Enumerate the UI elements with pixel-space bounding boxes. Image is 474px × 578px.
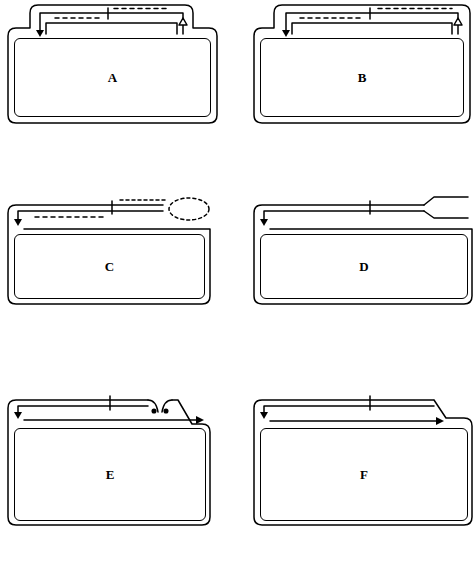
site-dot — [152, 409, 156, 413]
panel-e-figure — [8, 396, 210, 525]
cell-wall — [8, 400, 210, 525]
panel-c-figure — [8, 198, 210, 304]
arrowhead — [260, 219, 268, 226]
tick-mark — [369, 8, 371, 19]
arrowhead — [36, 30, 44, 37]
site-dot — [164, 409, 168, 413]
cell-wall — [8, 5, 217, 123]
new-strand — [55, 17, 102, 19]
panel-letter: F — [360, 468, 368, 481]
dna-strand — [264, 211, 424, 222]
dna-strand — [292, 23, 452, 34]
cell-wall — [8, 205, 210, 304]
cell-box: F — [260, 428, 468, 521]
panel-a-figure — [8, 5, 217, 123]
new-strand — [114, 8, 170, 10]
panel-f-figure — [254, 396, 472, 525]
cell-wall — [254, 5, 470, 123]
arrowhead — [454, 18, 462, 25]
cell-box: D — [260, 234, 468, 299]
tick-mark — [107, 8, 109, 19]
tick-mark — [369, 396, 371, 410]
arrowhead — [260, 412, 268, 419]
crossover — [148, 400, 158, 412]
cell-box: B — [260, 38, 464, 117]
tick-mark — [369, 201, 371, 214]
dna-strand — [18, 406, 148, 414]
panel-letter: C — [105, 260, 114, 273]
new-strand — [300, 17, 364, 19]
arrowhead — [282, 30, 290, 37]
dna-strand — [46, 23, 177, 34]
excised-loop — [169, 198, 209, 220]
arrowhead — [179, 18, 187, 25]
new-strand — [35, 216, 105, 218]
arrowhead — [196, 416, 204, 424]
arrowhead — [14, 219, 22, 226]
crossover — [162, 400, 172, 412]
panel-letter: D — [359, 260, 368, 273]
cell-wall — [254, 400, 472, 525]
panel-letter: B — [358, 71, 367, 84]
cell-box: E — [14, 428, 206, 521]
dna-strand — [40, 13, 183, 34]
new-strand — [120, 199, 165, 201]
panel-letter: A — [108, 71, 117, 84]
dna-fork — [424, 197, 468, 205]
arrowhead — [436, 417, 444, 425]
new-strand — [378, 8, 452, 10]
tick-mark — [111, 201, 113, 214]
dna-strand — [264, 406, 434, 414]
dna-fork — [424, 211, 468, 218]
dna-strand — [270, 420, 436, 422]
tick-mark — [109, 396, 111, 410]
cell-box: C — [14, 234, 205, 299]
cell-box: A — [14, 38, 211, 117]
cell-wall — [254, 205, 472, 304]
panel-b-figure — [254, 5, 470, 123]
dna-strand — [24, 419, 196, 421]
panel-letter: E — [106, 468, 115, 481]
dna-strand — [286, 13, 458, 34]
dna-strand — [18, 211, 163, 222]
arrowhead — [14, 412, 22, 419]
panel-d-figure — [254, 197, 472, 304]
